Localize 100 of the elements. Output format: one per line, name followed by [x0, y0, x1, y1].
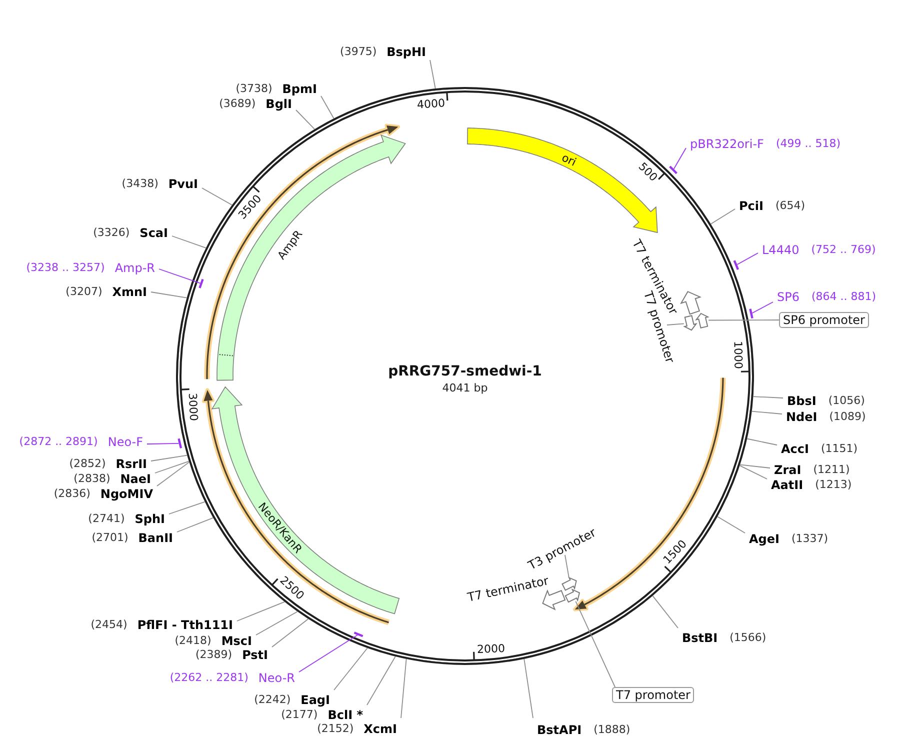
leader-line	[168, 501, 206, 514]
cut-site-position: (3689)	[219, 97, 256, 111]
primer-position: (499 .. 518)	[776, 137, 840, 151]
cut-site-position: (1213)	[815, 478, 852, 492]
cut-site-position: (1089)	[829, 410, 866, 424]
cut-site-position: (2389)	[195, 648, 232, 662]
leader-line	[564, 554, 570, 578]
leader-line	[710, 208, 736, 224]
enzyme-name: PciI	[739, 199, 764, 213]
cut-site-position: (2242)	[254, 693, 291, 707]
leader-line	[400, 658, 407, 718]
cut-site-position: (3438)	[122, 177, 158, 191]
cut-site-position: (3975)	[340, 45, 377, 59]
enzyme-name: ScaI	[140, 226, 168, 240]
cut-site-position: (2852)	[69, 457, 106, 471]
leader-line	[739, 465, 768, 480]
leader-line	[146, 442, 180, 444]
cut-site-position: (2454)	[90, 618, 128, 632]
enzyme-name: XcmI	[364, 722, 397, 736]
enzyme-name: BbsI	[787, 394, 816, 408]
cut-site-position: (1056)	[828, 394, 865, 408]
feature-glyph	[679, 289, 703, 317]
cut-site-position: (2741)	[88, 512, 125, 526]
enzyme-name: RsrII	[116, 457, 147, 471]
leader-line	[202, 188, 232, 206]
leader-line	[673, 148, 686, 170]
cut-site-position: (2418)	[174, 634, 212, 648]
leader-line	[154, 460, 190, 474]
feature-label: ori	[559, 150, 578, 168]
enzyme-name: BpmI	[282, 82, 317, 96]
feature-block	[465, 126, 660, 235]
enzyme-name: PstI	[242, 648, 268, 662]
leader-line	[666, 323, 684, 326]
leader-line	[256, 611, 298, 636]
enzyme-name: PvuI	[168, 177, 198, 191]
enzyme-name: AatII	[771, 478, 804, 492]
plasmid-name: pRRG757-smedwi-1	[388, 364, 542, 380]
cut-site-position: (3326)	[93, 226, 130, 240]
leader-line	[752, 302, 774, 314]
leader-line	[296, 110, 316, 130]
enzyme-name: NdeI	[786, 410, 818, 424]
enzyme-name: SphI	[134, 512, 165, 526]
enzyme-name: BspHI	[386, 45, 426, 59]
primer-name: Amp-R	[114, 261, 155, 275]
leader-line	[430, 60, 436, 89]
primer-site-mark	[732, 259, 741, 271]
enzyme-name: BstBI	[682, 631, 718, 645]
feature-label: T7 terminator	[466, 574, 550, 604]
primer-site-mark	[176, 437, 184, 450]
scale-label: 500	[636, 160, 660, 184]
cut-site-position: (3207)	[66, 285, 102, 299]
leader-line	[298, 634, 358, 672]
leader-line	[150, 292, 188, 298]
scale-label: 1000	[731, 340, 745, 370]
cut-site-position: (1566)	[730, 631, 766, 645]
feature-callout-box: SP6 promoter	[779, 312, 869, 328]
enzyme-name: XmnI	[112, 285, 147, 299]
enzyme-name: MscI	[221, 634, 252, 648]
leader-line	[176, 517, 214, 532]
feature-glyph	[560, 575, 579, 593]
cut-site-position: (1888)	[594, 723, 630, 737]
primer-site-mark	[197, 277, 205, 290]
cut-site-position: (2701)	[92, 531, 128, 545]
scale-label: 3000	[186, 392, 200, 421]
enzyme-name: BstAPI	[537, 723, 582, 737]
primer-position: (3238 .. 3257)	[26, 261, 105, 275]
leader-line	[751, 410, 782, 414]
enzyme-name: BglI	[266, 97, 292, 111]
leader-line	[652, 595, 678, 628]
primer-position: (752 .. 769)	[811, 243, 876, 257]
primer-site-mark	[352, 630, 365, 639]
enzyme-name: BanII	[138, 531, 173, 545]
leader-line	[172, 236, 206, 248]
enzyme-name: AgeI	[749, 532, 780, 546]
primer-position: (2872 .. 2891)	[19, 435, 98, 449]
enzyme-name: NgoMIV	[100, 487, 153, 501]
leader-line	[320, 96, 334, 119]
primer-name: L4440	[762, 243, 800, 257]
leader-line	[746, 438, 778, 446]
leader-line	[272, 618, 309, 648]
primer-name: SP6	[777, 290, 800, 304]
enzyme-name: ZraI	[774, 463, 802, 477]
feature-glyph	[563, 587, 582, 605]
cut-site-position: (1337)	[791, 532, 828, 546]
feature-glyph	[694, 311, 710, 330]
cut-site-position: (2152)	[317, 722, 354, 736]
leader-line	[366, 656, 396, 706]
enzyme-name: EagI	[300, 693, 330, 707]
cut-site-position: (2177)	[281, 708, 318, 722]
cut-site-position: (654)	[776, 199, 806, 213]
enzyme-name: AccI	[781, 442, 809, 456]
primer-site-mark	[668, 164, 679, 176]
primer-name: Neo-R	[258, 671, 295, 685]
plasmid-size: 4041 bp	[442, 382, 488, 394]
feature-glyph	[682, 313, 699, 333]
leader-line	[158, 268, 201, 284]
cut-site-position: (3738)	[236, 82, 272, 96]
leader-line	[150, 454, 188, 462]
primer-site-mark	[748, 307, 755, 320]
cut-site-position: (2838)	[74, 472, 110, 486]
